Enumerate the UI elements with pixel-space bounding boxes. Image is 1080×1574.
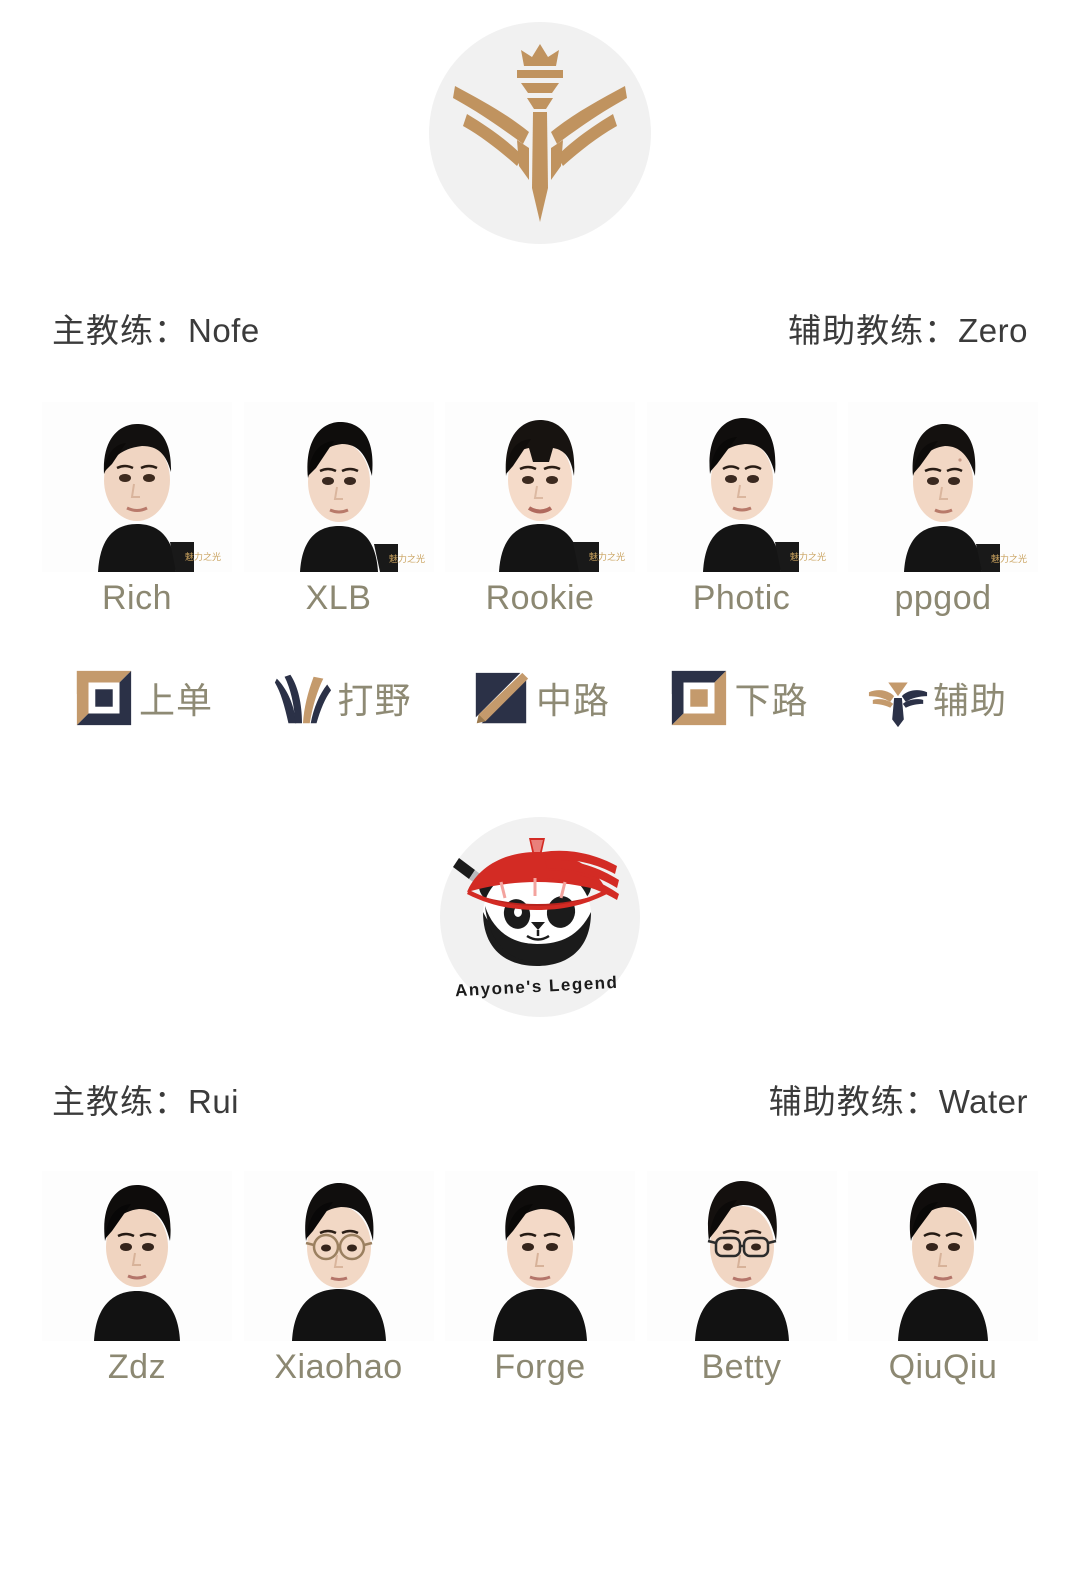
player-name: Forge [494, 1348, 586, 1387]
role-support[interactable]: 辅助 [842, 667, 1032, 729]
role-jungle[interactable]: 打野 [247, 667, 437, 729]
support-icon [868, 682, 928, 728]
al-assistant-coach: 辅助教练：Water [769, 1075, 1028, 1123]
tes-head-coach: 主教练：Nofe [52, 304, 260, 352]
svg-text:魅力之光: 魅力之光 [991, 553, 1027, 564]
tes-players-row: 魅力之光 Rich 魅力之光 [0, 402, 1080, 617]
head-coach-name: Nofe [188, 312, 260, 349]
player-portrait [243, 1171, 434, 1342]
al-coach-row: 主教练：Rui 辅助教练：Water [0, 1075, 1080, 1123]
al-head-coach: 主教练：Rui [52, 1075, 239, 1123]
head-coach-label: 主教练： [52, 1083, 188, 1121]
jungle-icon [275, 675, 332, 724]
player-portrait: 魅力之光 [445, 402, 635, 572]
role-top[interactable]: 上单 [48, 667, 238, 729]
player-card[interactable]: Zdz [42, 1171, 232, 1386]
bot-lane-icon [672, 671, 727, 726]
player-card[interactable]: 魅力之光 Photic [646, 402, 837, 617]
svg-text:魅力之光: 魅力之光 [185, 551, 221, 562]
player-portrait: 魅力之光 [42, 402, 232, 572]
player-portrait [42, 1171, 232, 1342]
assistant-coach-label: 辅助教练： [788, 312, 959, 349]
player-name: Rich [101, 579, 173, 617]
svg-text:魅力之光: 魅力之光 [589, 551, 625, 562]
top-lane-icon [76, 671, 132, 726]
player-portrait: 魅力之光 [848, 402, 1038, 572]
role-label: 辅助 [932, 680, 1007, 722]
player-card[interactable]: Betty [646, 1171, 837, 1387]
player-card[interactable]: Forge [445, 1171, 635, 1386]
assistant-coach-name: Water [938, 1083, 1028, 1121]
player-name: Xiaohao [274, 1348, 403, 1387]
role-mid[interactable]: 中路 [445, 667, 635, 729]
role-label: 打野 [337, 680, 412, 722]
player-name: Betty [701, 1348, 782, 1387]
player-card[interactable]: QiuQiu [848, 1171, 1038, 1386]
player-name: XLB [305, 579, 372, 617]
al-players-row: Zdz Xiaohao [0, 1171, 1080, 1386]
player-name: QiuQiu [888, 1348, 998, 1387]
player-name: Rookie [485, 579, 595, 617]
player-card[interactable]: 魅力之光 ppgod [848, 402, 1038, 617]
head-coach-label: 主教练： [52, 312, 188, 349]
al-panda-icon: Anyone's Legend [453, 838, 619, 1001]
roster-graphic: 主教练：Nofe 辅助教练：Zero 魅力之光 R [0, 22, 1080, 1574]
player-portrait [848, 1171, 1038, 1342]
tes-emblem-icon [453, 44, 627, 222]
role-label: 下路 [734, 680, 809, 722]
player-card[interactable]: Xiaohao [243, 1171, 434, 1387]
role-icons-row: 上单 打野 中路 [0, 667, 1080, 729]
anyones-legend-team-logo: Anyone's Legend [440, 817, 640, 1018]
player-card[interactable]: 魅力之光 Rich [42, 402, 232, 617]
assistant-coach-name: Zero [958, 312, 1028, 349]
svg-text:魅力之光: 魅力之光 [790, 551, 826, 562]
al-logo-container: Anyone's Legend [0, 817, 1080, 1018]
player-card[interactable]: 魅力之光 XLB [243, 402, 434, 617]
tes-assistant-coach: 辅助教练：Zero [788, 304, 1028, 352]
player-portrait [646, 1171, 837, 1342]
player-portrait: 魅力之光 [646, 402, 837, 572]
role-label: 上单 [138, 680, 213, 722]
role-label: 中路 [535, 680, 610, 722]
player-name: Photic [692, 579, 791, 617]
player-card[interactable]: 魅力之光 Rookie [445, 402, 635, 617]
svg-text:魅力之光: 魅力之光 [389, 553, 425, 564]
player-name: Zdz [107, 1348, 167, 1387]
tes-logo-container [0, 22, 1080, 244]
head-coach-name: Rui [188, 1083, 240, 1121]
tes-team-logo [429, 22, 651, 244]
mid-lane-icon [475, 673, 529, 724]
tes-coach-row: 主教练：Nofe 辅助教练：Zero [0, 304, 1080, 352]
player-name: ppgod [894, 579, 992, 617]
role-bot[interactable]: 下路 [644, 667, 834, 729]
assistant-coach-label: 辅助教练： [768, 1083, 939, 1121]
player-portrait [445, 1171, 635, 1342]
player-portrait: 魅力之光 [243, 402, 434, 572]
al-wordmark: Anyone's Legend [455, 973, 619, 1001]
